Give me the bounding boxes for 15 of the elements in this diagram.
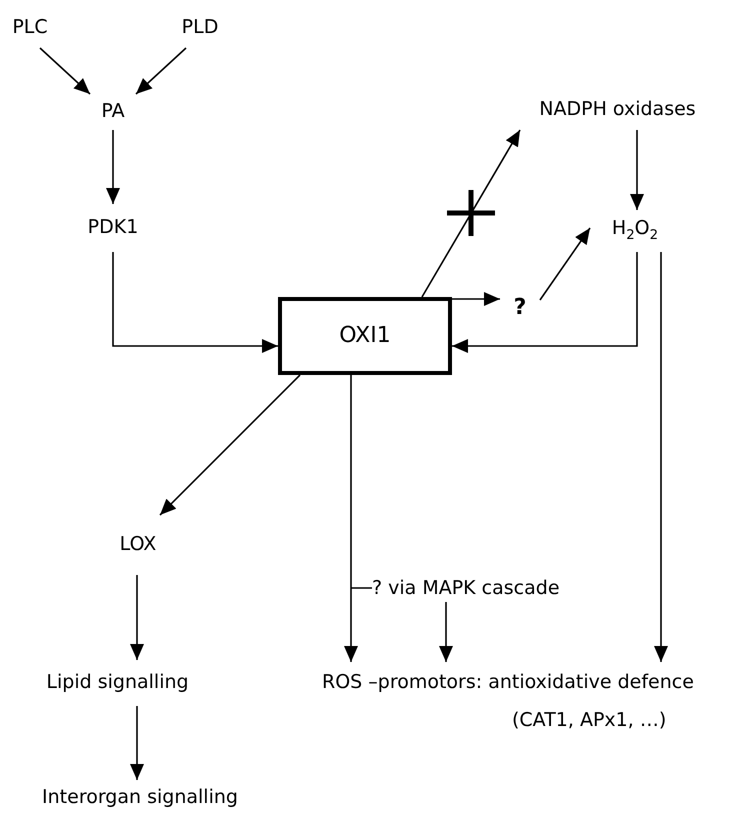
node-label: PLD xyxy=(182,16,218,40)
node-label: PLC xyxy=(12,16,48,40)
process-box xyxy=(278,297,452,375)
node-label: PDK1 xyxy=(88,216,138,240)
node-label: (CAT1, APx1, …) xyxy=(512,709,666,733)
node-label: OXI1 xyxy=(339,322,391,350)
node-label: ROS –promotors: antioxidative defence xyxy=(322,671,694,695)
node-label: NADPH oxidases xyxy=(539,98,696,122)
node-label: Lipid signalling xyxy=(46,671,189,695)
node-label: ? via MAPK cascade xyxy=(372,577,560,601)
question-mark: ? xyxy=(514,294,526,322)
node-label: H$_{2}$O$_{2}$ xyxy=(612,217,658,245)
node-label: PA xyxy=(101,100,125,124)
node-label: Interorgan signalling xyxy=(42,786,238,810)
node-label: LOX xyxy=(120,533,156,557)
